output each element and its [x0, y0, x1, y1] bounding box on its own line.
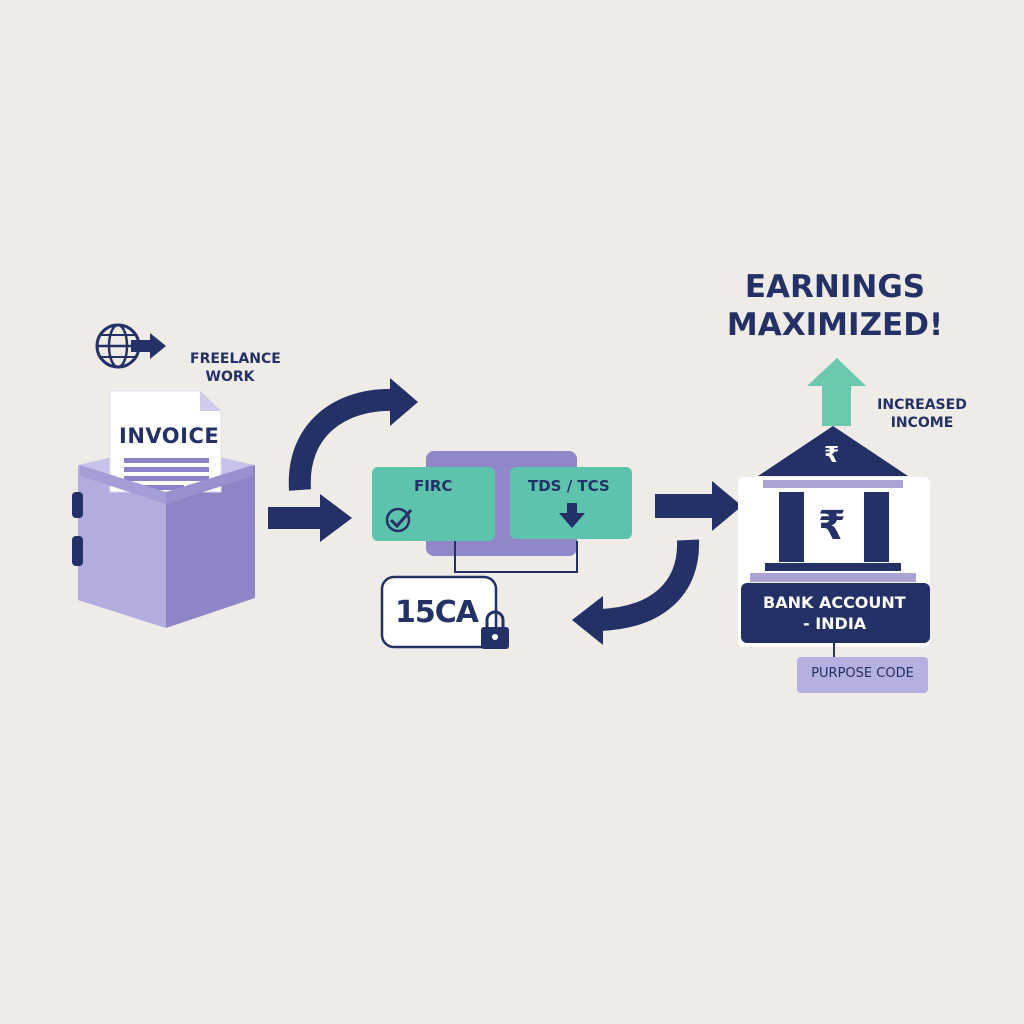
firc-label: FIRC — [414, 477, 453, 495]
earnings-maximized-title: EARNINGS MAXIMIZED! — [700, 268, 970, 344]
arrow-left-icon — [572, 539, 700, 645]
invoice-label: INVOICE — [119, 424, 220, 448]
increased-line-1: INCREASED — [877, 397, 967, 413]
arrow-right-icon — [268, 494, 352, 542]
bank-account-panel — [741, 583, 930, 643]
increased-income-label: INCREASED INCOME — [872, 396, 972, 432]
increased-line-2: INCOME — [890, 415, 954, 431]
earnings-line-1: EARNINGS — [744, 269, 926, 305]
form-15ca-label: 15CA — [395, 595, 479, 630]
freelance-line-1: FREELANCE — [190, 351, 281, 367]
rupee-icon: ₹ — [818, 503, 846, 549]
arrow-right-icon — [288, 378, 418, 491]
lock-icon — [481, 610, 509, 649]
down-arrow-icon — [559, 503, 585, 528]
freelance-work-label: FREELANCE WORK — [190, 350, 281, 386]
bank-line-2: - INDIA — [803, 614, 867, 633]
arrow-right-icon — [655, 481, 742, 531]
up-arrow-icon — [807, 358, 866, 426]
earnings-line-2: MAXIMIZED! — [726, 307, 944, 343]
check-circle-icon — [385, 507, 413, 533]
firc-card — [372, 467, 495, 541]
freelance-line-2: WORK — [205, 369, 255, 385]
bank-account-label: BANK ACCOUNT - INDIA — [743, 592, 930, 634]
rupee-roof-icon: ₹ — [824, 443, 840, 468]
purpose-code-label: PURPOSE CODE — [811, 666, 914, 681]
document-icon — [109, 390, 222, 493]
purpose-code-tag — [797, 657, 928, 693]
tds-tcs-label: TDS / TCS — [528, 477, 610, 495]
arrow-right-icon — [131, 333, 166, 359]
bank-line-1: BANK ACCOUNT — [763, 593, 906, 612]
